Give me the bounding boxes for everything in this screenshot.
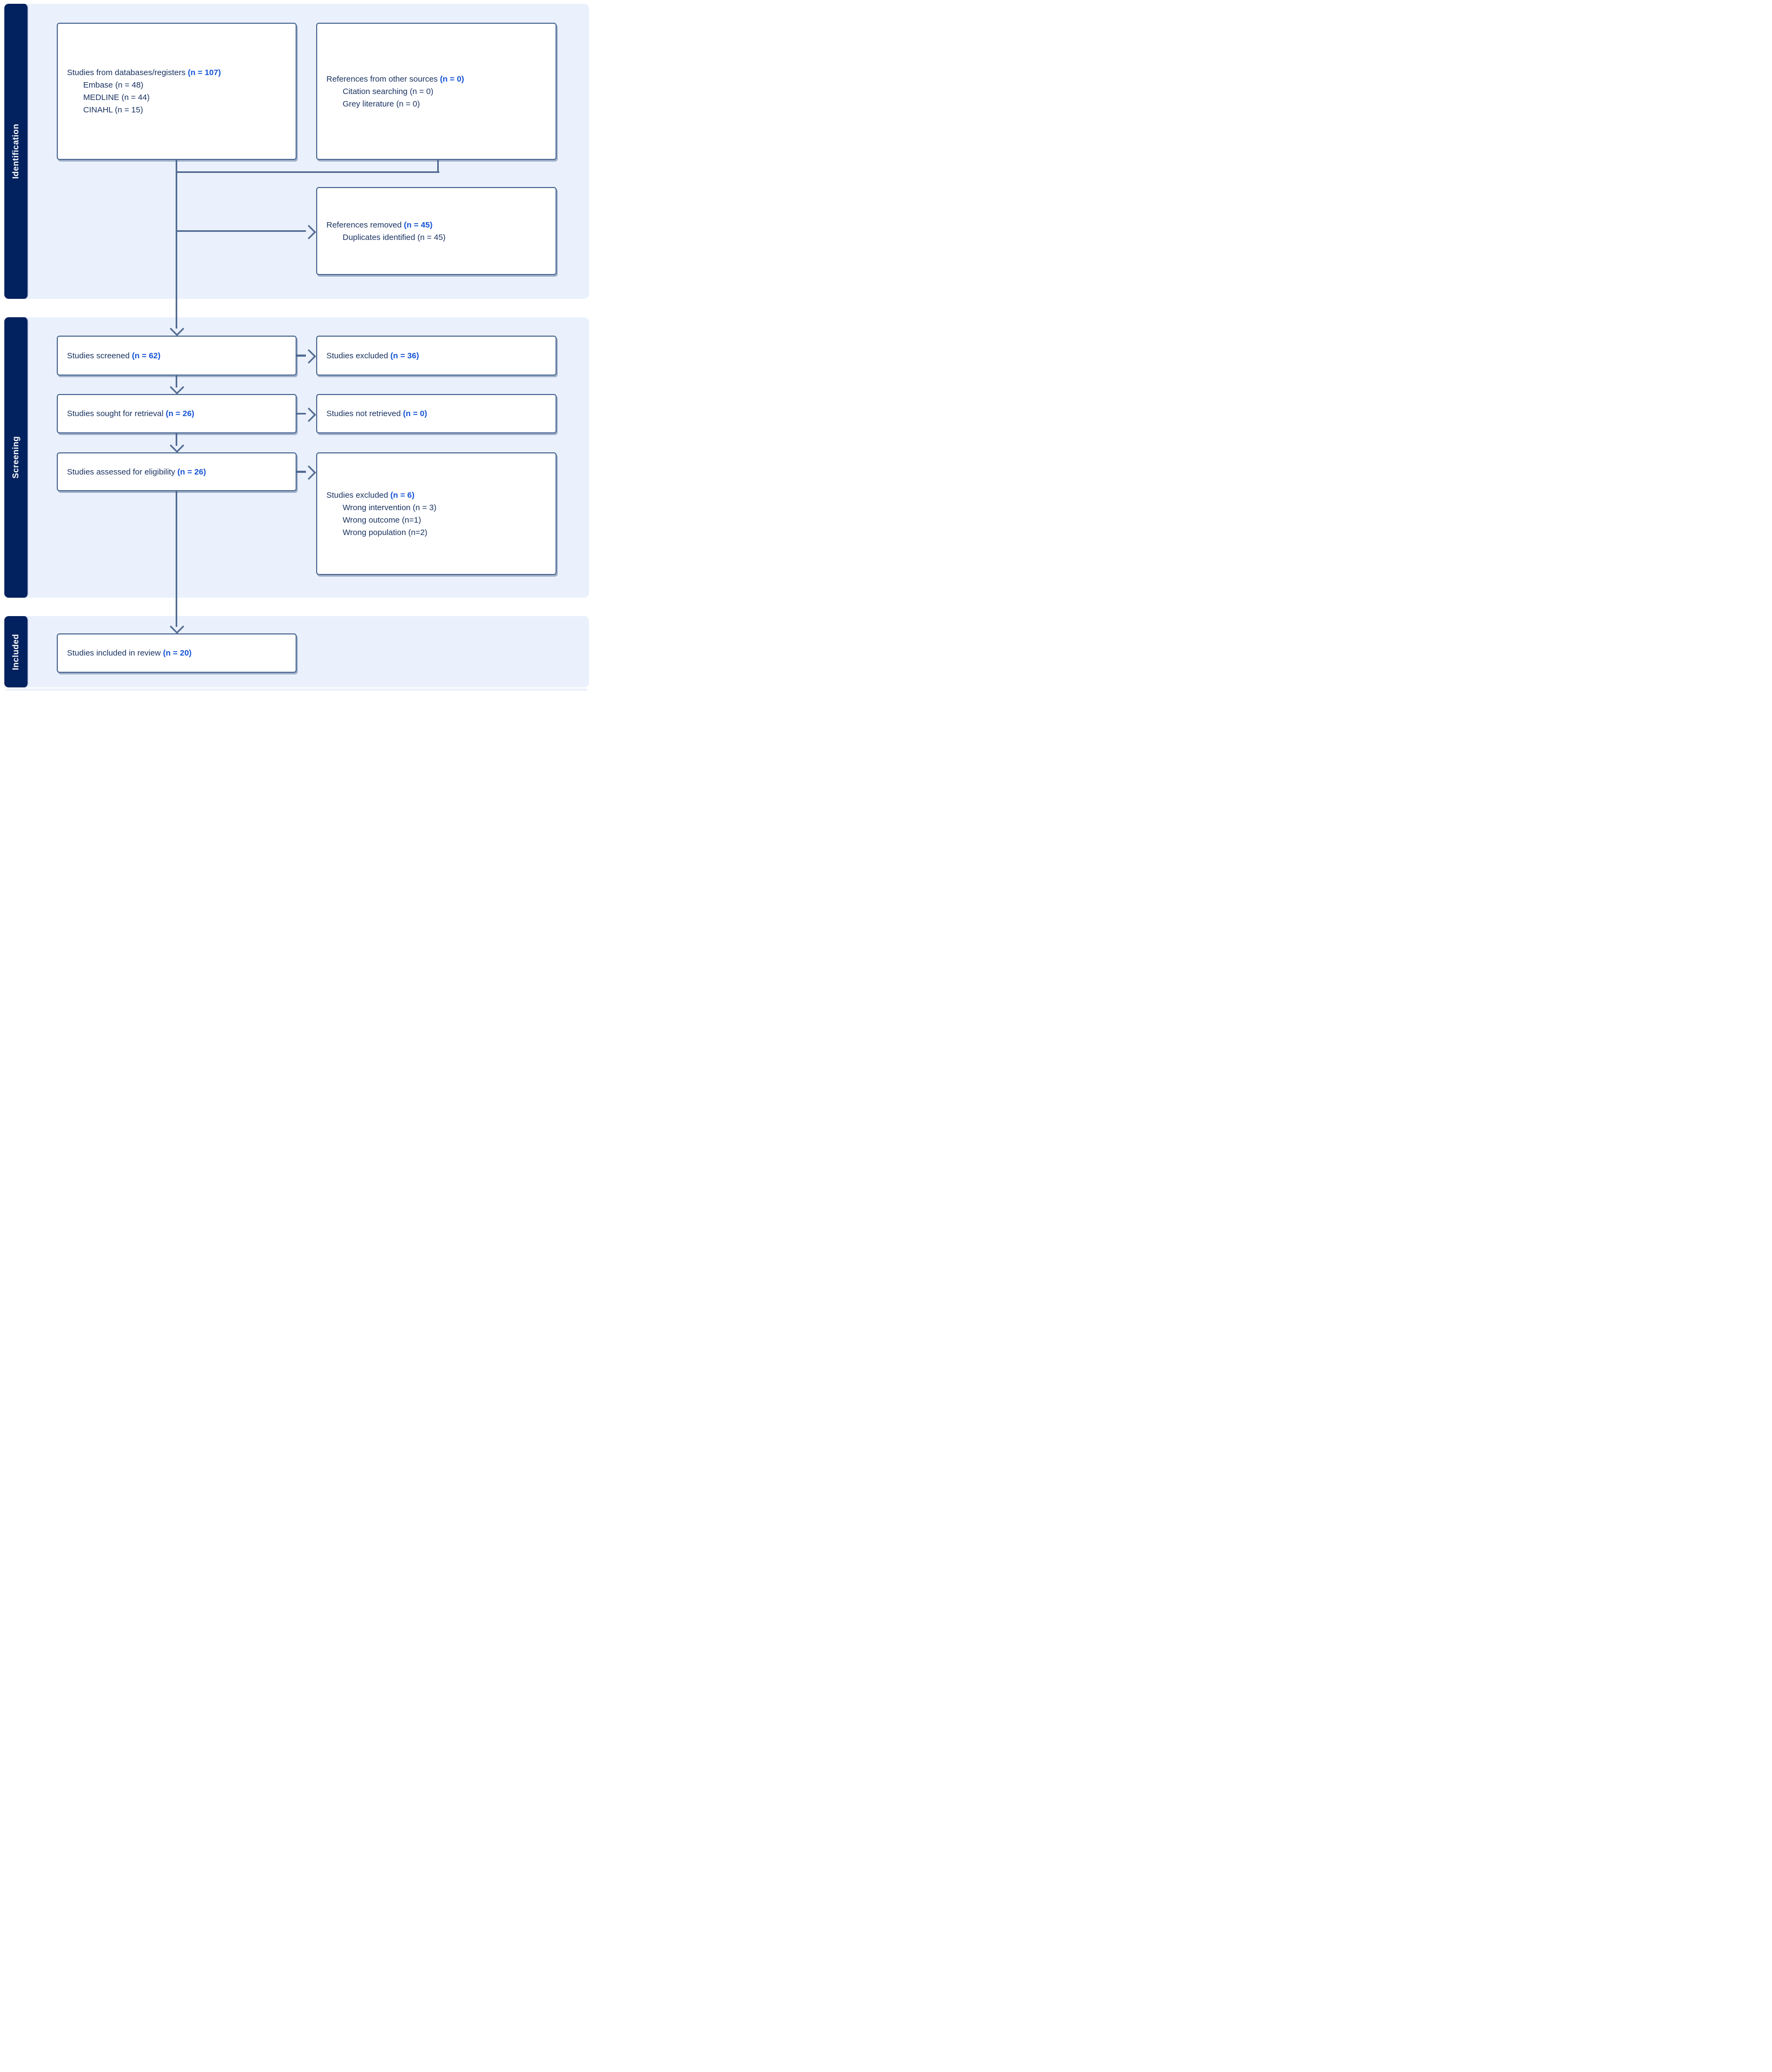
box-sub-item: MEDLINE (n = 44) <box>83 93 150 102</box>
connector-assessed-to-included <box>175 491 177 627</box>
connector-sought-to-assessed <box>175 433 177 446</box>
connector-to-references-removed <box>176 230 306 232</box>
box-references-other-sources: References from other sources (n = 0) Ci… <box>316 23 557 160</box>
box-studies-sought-retrieval: Studies sought for retrieval (n = 26) <box>57 394 297 433</box>
connector-other-sources-stub <box>437 160 439 173</box>
box-title-line: Studies included in review (n = 20) <box>67 647 289 659</box>
box-title: Studies screened <box>67 351 132 360</box>
box-studies-from-databases: Studies from databases/registers (n = 10… <box>57 23 297 160</box>
box-count: (n = 0) <box>403 409 427 418</box>
box-title: Studies assessed for eligibility <box>67 467 178 477</box>
connector-sought-to-not-retrieved <box>297 412 306 415</box>
box-count: (n = 45) <box>404 220 433 230</box>
stage-label-included: Included <box>11 633 21 670</box>
connector-merge-line <box>175 171 439 173</box>
box-studies-screened: Studies screened (n = 62) <box>57 336 297 376</box>
stage-bar-identification: Identification <box>4 4 29 299</box>
box-count: (n = 107) <box>188 68 221 77</box>
box-sub-item: Citation searching (n = 0) <box>343 86 434 96</box>
box-title: Studies not retrieved <box>326 409 403 418</box>
box-sub-item: Wrong population (n=2) <box>343 527 427 537</box>
box-studies-assessed-eligibility: Studies assessed for eligibility (n = 26… <box>57 452 297 491</box>
box-title-line: References from other sources (n = 0) <box>326 73 549 85</box>
box-sub-item: Embase (n = 48) <box>83 81 144 90</box>
box-title: References from other sources <box>326 74 440 84</box>
connector-assessed-to-excluded <box>297 471 306 473</box>
stage-label-screening: Screening <box>11 436 21 479</box>
box-studies-excluded-screening: Studies excluded (n = 36) <box>316 336 557 376</box>
box-count: (n = 62) <box>132 351 161 360</box>
box-references-removed: References removed (n = 45) Duplicates i… <box>316 187 557 275</box>
box-count: (n = 20) <box>163 649 192 658</box>
box-title-line: Studies assessed for eligibility (n = 26… <box>67 466 289 478</box>
box-title-line: Studies excluded (n = 36) <box>326 350 549 362</box>
box-title: Studies sought for retrieval <box>67 409 166 418</box>
box-title: Studies from databases/registers <box>67 68 188 77</box>
connector-databases-to-screened <box>175 160 177 329</box>
box-count: (n = 36) <box>390 351 419 360</box>
box-studies-excluded-eligibility: Studies excluded (n = 6) Wrong intervent… <box>316 452 557 575</box>
box-sub-item: Wrong intervention (n = 3) <box>343 503 437 512</box>
box-sub-item: Grey literature (n = 0) <box>343 99 420 109</box>
prisma-flow-diagram: Identification Screening Included Studie… <box>0 0 591 691</box>
stage-bar-included: Included <box>4 616 29 687</box>
box-title-line: Studies screened (n = 62) <box>67 350 289 362</box>
box-studies-not-retrieved: Studies not retrieved (n = 0) <box>316 394 557 433</box>
bottom-panel-sliver <box>5 689 588 691</box>
box-sub-item: Wrong outcome (n=1) <box>343 515 422 525</box>
box-title: Studies excluded <box>326 351 391 360</box>
box-title-line: Studies not retrieved (n = 0) <box>326 407 549 420</box>
connector-screened-to-sought <box>175 376 177 387</box>
box-title: References removed <box>326 220 404 230</box>
box-sub-item: Duplicates identified (n = 45) <box>343 232 446 242</box>
box-title-line: Studies sought for retrieval (n = 26) <box>67 407 289 420</box>
box-title-line: Studies excluded (n = 6) <box>326 489 549 502</box>
box-count: (n = 26) <box>177 467 206 477</box>
box-count: (n = 6) <box>390 490 415 500</box>
box-count: (n = 0) <box>440 74 464 84</box>
box-title-line: Studies from databases/registers (n = 10… <box>67 66 289 79</box>
box-title-line: References removed (n = 45) <box>326 219 549 231</box>
stage-label-identification: Identification <box>11 123 21 179</box>
stage-bar-screening: Screening <box>4 317 29 598</box>
box-title: Studies excluded <box>326 490 391 500</box>
box-sub-item: CINAHL (n = 15) <box>83 105 143 115</box>
box-count: (n = 26) <box>165 409 195 418</box>
connector-screened-to-excluded <box>297 355 306 357</box>
box-studies-included-review: Studies included in review (n = 20) <box>57 633 297 673</box>
box-title: Studies included in review <box>67 649 163 658</box>
